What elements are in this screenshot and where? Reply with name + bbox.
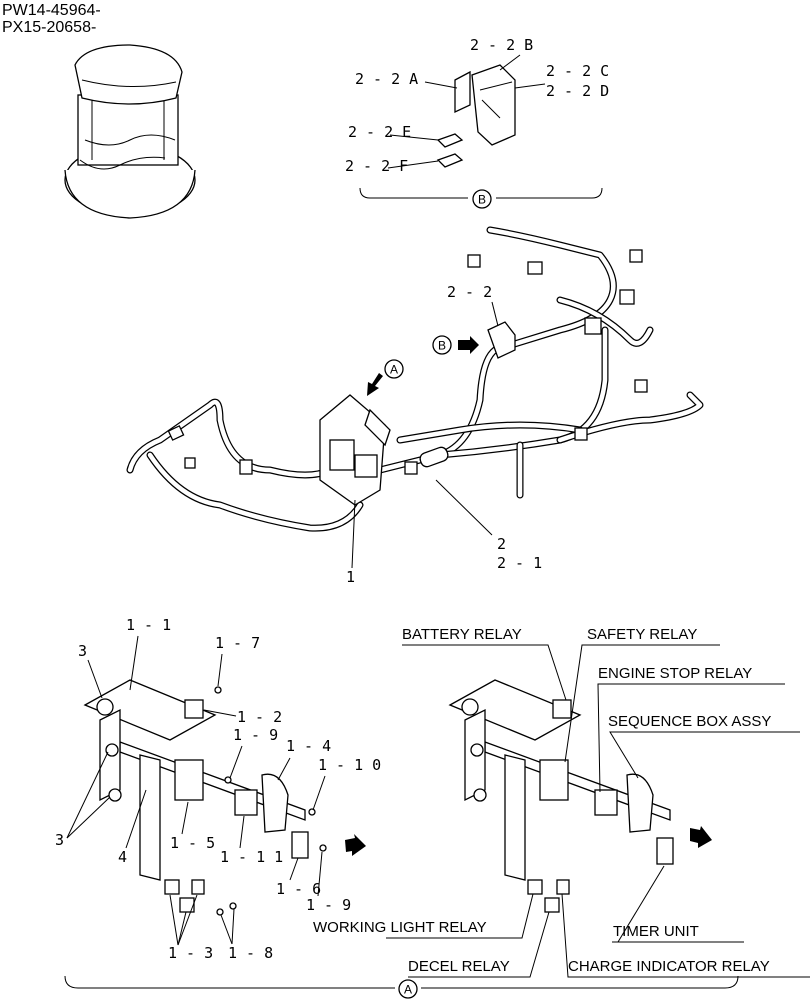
serial-number-1: PW14-45964- <box>2 2 101 19</box>
callout-1-10: 1 - 1 0 <box>318 756 381 774</box>
arrow-icon <box>345 834 366 856</box>
detail-a-marker <box>398 979 418 999</box>
callout-2-2-c: 2 - 2 C <box>546 62 609 80</box>
callout-1-9-top: 1 - 9 <box>233 726 278 744</box>
callout-1-8: 1 - 8 <box>228 944 273 962</box>
callout-3-left: 3 <box>55 831 64 849</box>
callout-2-2-a: 2 - 2 A <box>355 70 418 88</box>
detail-b-marker <box>472 189 492 209</box>
label-working-light-relay: WORKING LIGHT RELAY <box>313 919 487 936</box>
callout-2-2-b: 2 - 2 B <box>470 36 533 54</box>
harness-marker-b-label: B <box>438 339 446 353</box>
callout-1-9-bottom: 1 - 9 <box>306 896 351 914</box>
label-timer-unit: TIMER UNIT <box>613 923 699 940</box>
detail-b-parts: 2 - 2 B 2 - 2 A 2 - 2 C 2 - 2 D 2 - 2 E … <box>345 36 609 209</box>
label-battery-relay: BATTERY RELAY <box>402 626 522 643</box>
arrow-icon <box>458 336 479 354</box>
callout-2-2-e: 2 - 2 E <box>348 123 411 141</box>
callout-2-2-d: 2 - 2 D <box>546 82 609 100</box>
callout-3-top: 3 <box>78 642 87 660</box>
callout-1-4: 1 - 4 <box>286 737 331 755</box>
callout-2: 2 <box>497 535 506 553</box>
callout-1-1: 1 - 1 <box>126 616 171 634</box>
harness-marker-b <box>432 335 452 355</box>
relay-bracket-numbered <box>83 679 327 916</box>
harness-marker-a <box>384 359 404 379</box>
callout-1-3: 1 - 3 <box>168 944 213 962</box>
callout-1-5: 1 - 5 <box>170 834 215 852</box>
callout-4: 4 <box>118 848 127 866</box>
label-sequence-box-assy: SEQUENCE BOX ASSY <box>608 713 771 730</box>
harness-marker-a-label: A <box>390 363 398 377</box>
callout-1-6: 1 - 6 <box>276 880 321 898</box>
detail-a-marker-label: A <box>404 983 412 997</box>
relay-bracket-labeled <box>448 679 674 913</box>
callout-1-11: 1 - 1 1 <box>220 848 283 866</box>
label-charge-indicator-relay: CHARGE INDICATOR RELAY <box>568 958 770 975</box>
callout-1: 1 <box>346 568 355 586</box>
callout-1-7: 1 - 7 <box>215 634 260 652</box>
label-engine-stop-relay: ENGINE STOP RELAY <box>598 665 752 682</box>
label-safety-relay: SAFETY RELAY <box>587 626 697 643</box>
detail-b-marker-label: B <box>478 193 486 207</box>
callout-2-2-f: 2 - 2 F <box>345 157 408 175</box>
main-wiring-harness <box>126 226 704 532</box>
callout-1-2: 1 - 2 <box>237 708 282 726</box>
callout-2-1: 2 - 1 <box>497 554 542 572</box>
arrow-icon <box>690 826 712 848</box>
label-decel-relay: DECEL RELAY <box>408 958 510 975</box>
machine-overview-illustration <box>64 44 196 219</box>
serial-number-2: PX15-20658- <box>2 19 96 36</box>
callout-2-2: 2 - 2 <box>447 283 492 301</box>
arrow-icon <box>367 373 383 396</box>
